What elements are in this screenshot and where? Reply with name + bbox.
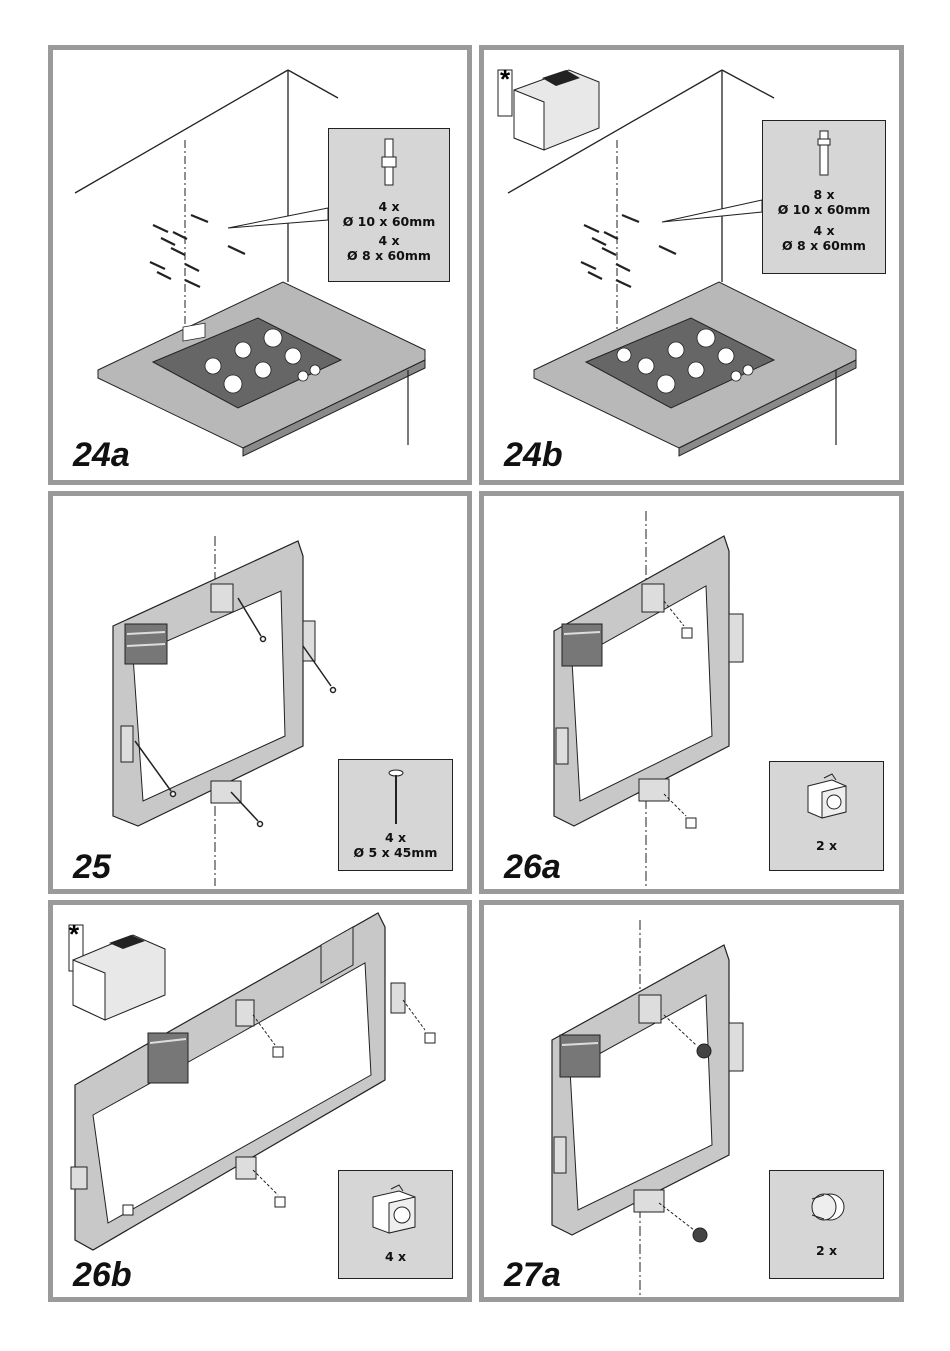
wall-plug-icon [379, 137, 399, 197]
panel-25: 4 x Ø 5 x 45mm 25 [48, 491, 472, 894]
panel-24b: * 8 x Ø 10 x 60mm 4 x Ø 8 x 60mm 24b [479, 45, 904, 485]
callout-line: 8 x [763, 187, 885, 202]
callout-box-24a: 4 x Ø 10 x 60mm 4 x Ø 8 x 60mm [328, 128, 450, 282]
callout-line: Ø 8 x 60mm [329, 248, 449, 263]
callout-text-26a: 2 x [770, 838, 883, 853]
callout-text-27a: 2 x [770, 1243, 883, 1258]
screw-icon [387, 768, 405, 828]
panel-label-24a: 24a [73, 438, 130, 472]
callout-line: 4 x [339, 830, 452, 845]
wall-screws [581, 215, 676, 287]
callout-text-24b: 8 x Ø 10 x 60mm 4 x Ø 8 x 60mm [763, 187, 885, 253]
callout-text-25: 4 x Ø 5 x 45mm [339, 830, 452, 860]
panel-26b: * 4 x 26b [48, 900, 472, 1302]
panel-label-25: 25 [73, 850, 111, 884]
callout-box-24b: 8 x Ø 10 x 60mm 4 x Ø 8 x 60mm [762, 120, 886, 274]
callout-line: 2 x [770, 1243, 883, 1258]
callout-line: Ø 5 x 45mm [339, 845, 452, 860]
panel-26a: 2 x 26a [479, 491, 904, 894]
panel-label-26b: 26b [73, 1258, 132, 1292]
callout-line: Ø 10 x 60mm [329, 214, 449, 229]
callout-line: 4 x [339, 1249, 452, 1264]
panel-label-26a: 26a [504, 850, 561, 884]
callout-box-27a: 2 x [769, 1170, 884, 1279]
asterisk-marker: * [500, 66, 510, 92]
callout-line: 4 x [763, 223, 885, 238]
wall-plug-icon [815, 129, 833, 181]
callout-line: 2 x [770, 838, 883, 853]
knob-icon [804, 1185, 850, 1231]
asterisk-marker: * [69, 921, 79, 947]
wall-screws [150, 215, 245, 287]
callout-line: Ø 10 x 60mm [763, 202, 885, 217]
panel-label-27a: 27a [504, 1258, 561, 1292]
callout-box-26b: 4 x [338, 1170, 453, 1279]
hood-module-icon [498, 70, 599, 150]
callout-text-26b: 4 x [339, 1249, 452, 1264]
callout-line: 4 x [329, 199, 449, 214]
callout-line: 4 x [329, 233, 449, 248]
cage-nut-icon [367, 1183, 423, 1237]
callout-line: Ø 8 x 60mm [763, 238, 885, 253]
callout-text-24a: 4 x Ø 10 x 60mm 4 x Ø 8 x 60mm [329, 199, 449, 263]
panel-label-24b: 24b [504, 438, 563, 472]
callout-box-25: 4 x Ø 5 x 45mm [338, 759, 453, 871]
panel-24a: 4 x Ø 10 x 60mm 4 x Ø 8 x 60mm 24a [48, 45, 472, 485]
callout-box-26a: 2 x [769, 761, 884, 871]
hood-module-icon [69, 925, 165, 1020]
cage-nut-icon [802, 772, 852, 822]
panel-27a: 2 x 27a [479, 900, 904, 1302]
